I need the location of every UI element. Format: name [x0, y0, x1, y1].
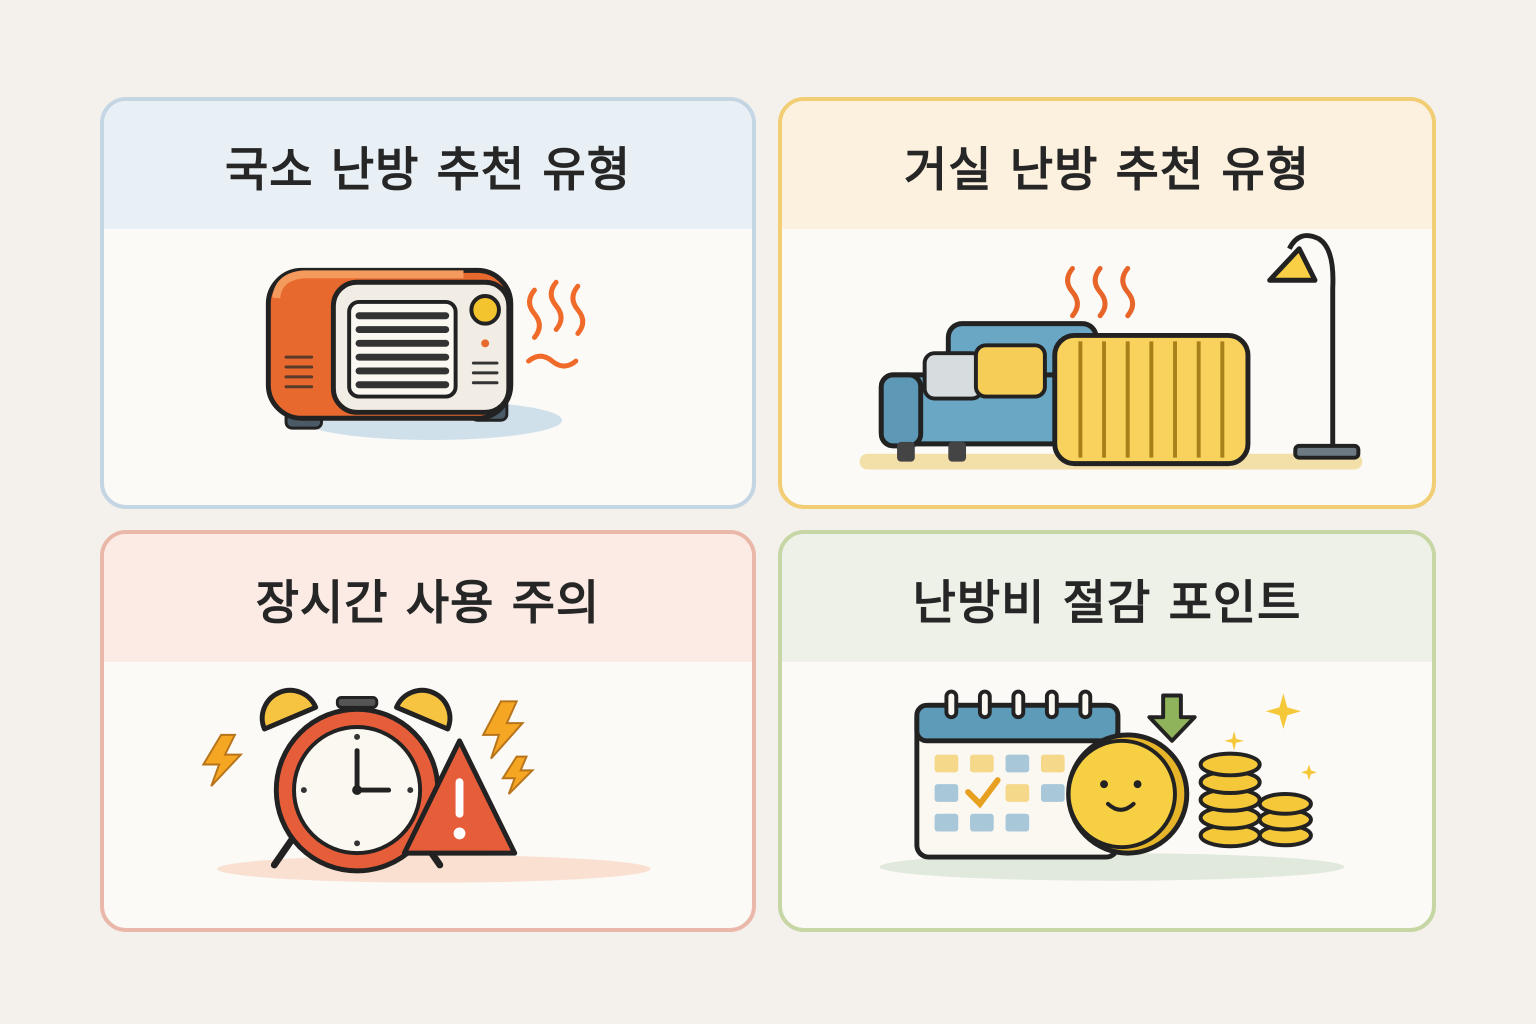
card-long-use-warning: 장시간 사용 주의: [100, 530, 756, 932]
card-title: 장시간 사용 주의: [255, 575, 601, 631]
card-header: 국소 난방 추천 유형: [104, 101, 752, 229]
card-local-heating: 국소 난방 추천 유형: [100, 97, 756, 509]
space-heater-icon: [265, 267, 586, 440]
calendar-coins-icon: [879, 689, 1345, 881]
card-title: 국소 난방 추천 유형: [224, 142, 631, 198]
card-body: [104, 229, 752, 505]
card-body: [782, 662, 1432, 928]
card-header: 난방비 절감 포인트: [782, 534, 1432, 662]
card-heating-cost-saving: 난방비 절감 포인트: [778, 530, 1436, 932]
card-living-room-heating: 거실 난방 추천 유형: [778, 97, 1436, 509]
card-body: [782, 229, 1432, 505]
alarm-clock-warning-icon: [201, 687, 651, 883]
card-title: 거실 난방 추천 유형: [903, 142, 1310, 198]
card-title: 난방비 절감 포인트: [912, 575, 1302, 631]
card-header: 장시간 사용 주의: [104, 534, 752, 662]
card-body: [104, 662, 752, 928]
card-header: 거실 난방 추천 유형: [782, 101, 1432, 229]
living-room-radiator-icon: [859, 233, 1363, 470]
